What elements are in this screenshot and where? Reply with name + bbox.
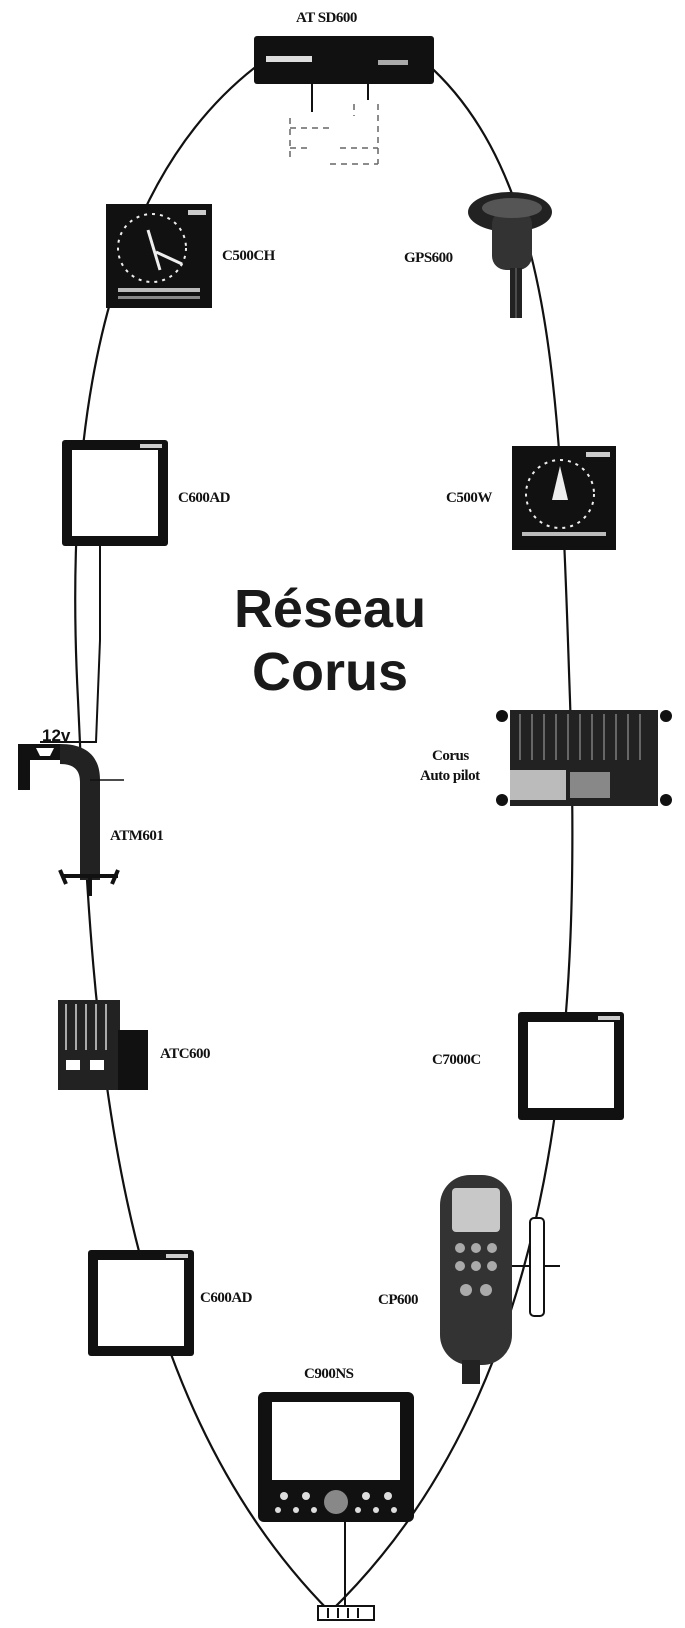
c500w-instrument	[512, 446, 616, 550]
bottom-connector-pins	[327, 1608, 359, 1618]
atsd600-box	[254, 36, 434, 165]
atm601-transducer	[18, 744, 124, 896]
corus-autopilot-computer	[496, 710, 672, 806]
cp600-label: CP600	[378, 1292, 419, 1308]
c7000c-label: C7000C	[432, 1052, 481, 1068]
atc600-label: ATC600	[160, 1046, 211, 1062]
diagram-title-line1: Réseau	[233, 579, 427, 639]
atc600-compass	[58, 1000, 148, 1090]
cp600-handheld-remote	[440, 1175, 560, 1384]
corus-autopilot-label-line2: Auto pilot	[420, 768, 480, 784]
c900ns-display	[258, 1392, 414, 1522]
c600ad-bottom-label: C600AD	[200, 1290, 253, 1306]
c600ad-top-display	[62, 440, 168, 546]
atm601-label: ATM601	[110, 828, 164, 844]
c500ch-instrument	[106, 204, 212, 308]
c500ch-label: C500CH	[222, 248, 275, 264]
diagram-title-line2: Corus	[251, 642, 408, 702]
atsd600-label: AT SD600	[296, 10, 357, 26]
c600ad-top-label: C600AD	[178, 490, 231, 506]
bottom-junction-connector	[317, 1605, 375, 1621]
c600ad-bottom-display	[88, 1250, 194, 1356]
corus-autopilot-label-line1: Corus	[432, 748, 469, 764]
c900ns-label: C900NS	[304, 1366, 354, 1382]
c7000c-display	[518, 1012, 624, 1120]
c500w-label: C500W	[446, 490, 492, 506]
supply-voltage-label: 12v	[42, 726, 71, 745]
12v-supply-cable	[40, 540, 101, 743]
gps600-antenna	[468, 192, 552, 318]
gps600-label: GPS600	[404, 250, 453, 266]
